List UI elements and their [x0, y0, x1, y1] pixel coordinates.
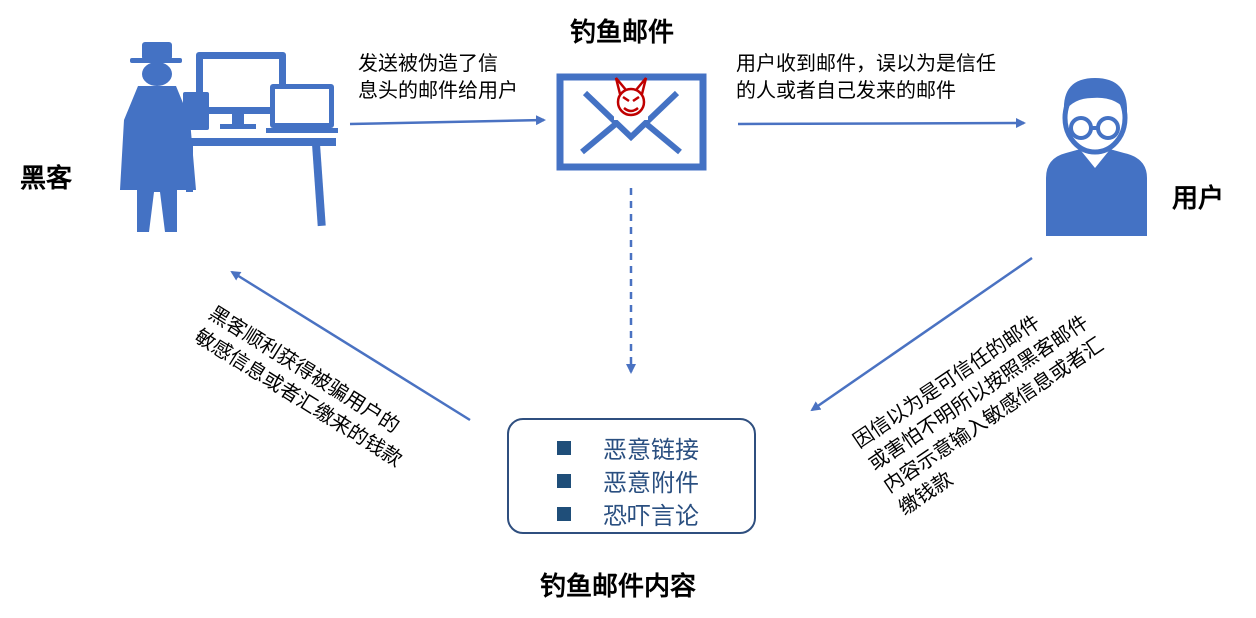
bullet-square-icon	[557, 440, 571, 455]
arrow-email-to-user	[737, 118, 1026, 129]
user-label: 用户	[1172, 184, 1225, 214]
bullet-square-icon	[557, 473, 571, 488]
arrow2-text: 用户收到邮件，误以为是信任 的人或者自己发来的邮件	[736, 50, 996, 104]
content-item-label: 恶意附件	[603, 469, 699, 497]
arrow-hacker-to-email	[349, 115, 546, 126]
arrow2-line-1: 用户收到邮件，误以为是信任	[736, 51, 996, 75]
email-content-box: 恶意链接 恶意附件 恐吓言论	[507, 418, 756, 534]
arrow-user-to-content	[810, 256, 1033, 412]
email-title: 钓鱼邮件	[570, 18, 675, 48]
devil-face-icon	[614, 77, 648, 117]
arrow1-text: 发送被伪造了信 息头的邮件给用户	[358, 50, 518, 104]
content-item: 恶意附件	[557, 463, 699, 498]
content-item-label: 恐吓言论	[603, 502, 699, 530]
content-item-label: 恶意链接	[603, 436, 699, 464]
content-item: 恶意链接	[557, 430, 699, 465]
content-item: 恐吓言论	[557, 496, 699, 531]
arrow2-line-2: 的人或者自己发来的邮件	[736, 78, 956, 102]
arrow-content-to-hacker	[230, 270, 471, 422]
content-title: 钓鱼邮件内容	[540, 572, 697, 602]
arrow1-line-2: 息头的邮件给用户	[358, 78, 518, 102]
hacker-icon	[120, 42, 338, 232]
user-icon	[1046, 78, 1147, 236]
hacker-label: 黑客	[20, 164, 73, 194]
bullet-square-icon	[557, 506, 571, 521]
arrow1-line-1: 发送被伪造了信	[358, 51, 498, 75]
